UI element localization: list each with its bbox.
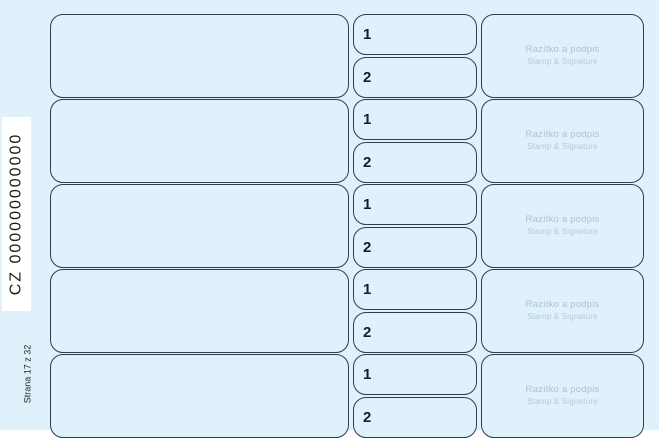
line-number-label: 2 [363,323,372,341]
numbered-line-1-field[interactable]: 1 [353,269,477,310]
stamp-label-cs: Razítko a podpis [525,299,600,311]
main-entry-field[interactable] [50,269,349,353]
line-number-label: 1 [363,280,372,298]
numbered-line-2-field[interactable]: 2 [353,142,477,183]
numbered-line-2-field[interactable]: 2 [353,312,477,353]
stamp-label-cs: Razítko a podpis [525,129,600,141]
stamp-label-cs: Razítko a podpis [525,214,600,226]
numbered-line-2-field[interactable]: 2 [353,227,477,268]
stamp-label-en: Stamp & Signature [527,227,598,236]
numbered-line-1-field[interactable]: 1 [353,14,477,55]
stamp-label-cs: Razítko a podpis [525,384,600,396]
line-number-label: 2 [363,68,372,86]
numbered-line-1-field[interactable]: 1 [353,184,477,225]
numbered-line-2-field[interactable]: 2 [353,397,477,438]
line-number-label: 1 [363,110,372,128]
main-entry-field[interactable] [50,99,349,183]
stamp-label-en: Stamp & Signature [527,312,598,321]
line-number-label: 2 [363,408,372,426]
main-entry-field[interactable] [50,184,349,268]
line-number-label: 1 [363,195,372,213]
stamp-label-en: Stamp & Signature [527,57,598,66]
line-number-label: 2 [363,153,372,171]
line-number-label: 1 [363,365,372,383]
main-entry-field[interactable] [50,354,349,438]
numbered-line-2-field[interactable]: 2 [353,57,477,98]
stamp-label-en: Stamp & Signature [527,142,598,151]
main-entry-field[interactable] [50,14,349,98]
numbered-line-1-field[interactable]: 1 [353,99,477,140]
numbered-line-1-field[interactable]: 1 [353,354,477,395]
line-number-label: 1 [363,25,372,43]
stamp-label-cs: Razítko a podpis [525,44,600,56]
line-number-label: 2 [363,238,372,256]
stamp-label-en: Stamp & Signature [527,397,598,406]
document-identifier-strip: CZ 000000000000 [2,117,31,311]
